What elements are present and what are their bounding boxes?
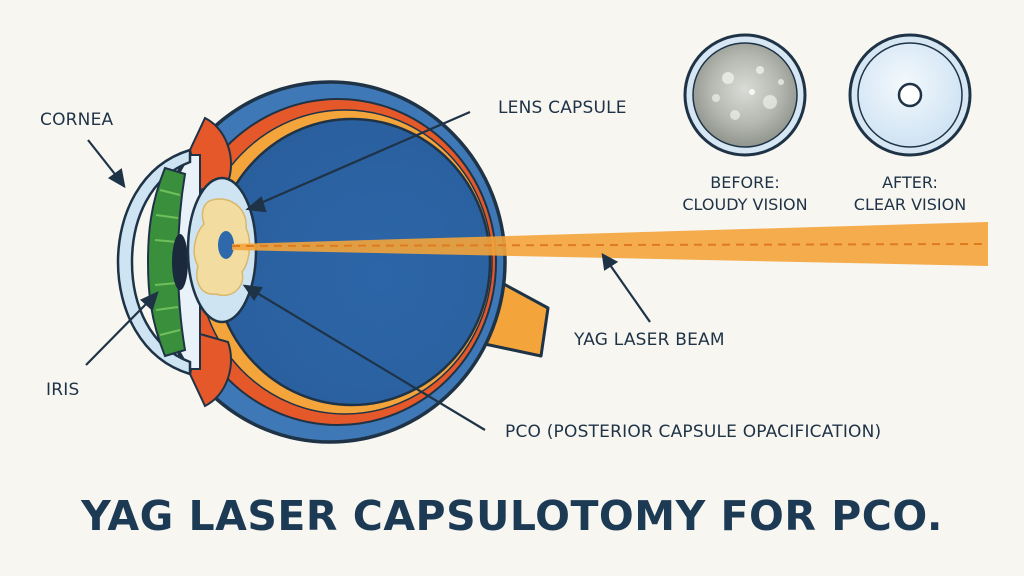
cornea-label: CORNEA (40, 110, 114, 130)
cloudy-lens-icon (683, 33, 807, 157)
lens-capsule-label: LENS CAPSULE (498, 98, 627, 118)
iris-label: IRIS (46, 380, 80, 400)
diagram-title: YAG LASER CAPSULOTOMY FOR PCO. (81, 492, 943, 540)
clear-lens-icon (848, 33, 972, 157)
cornea (116, 148, 192, 376)
after-caption-line1: AFTER: (882, 173, 938, 192)
before-caption-line2: CLOUDY VISION (682, 195, 808, 214)
pco-label: PCO (POSTERIOR CAPSULE OPACIFICATION) (505, 422, 882, 442)
yag-laser-beam-label: YAG LASER BEAM (574, 330, 725, 350)
before-caption-line1: BEFORE: (710, 173, 780, 192)
after-caption: AFTER: CLEAR VISION (825, 172, 995, 216)
pointer-arrows (85, 110, 651, 431)
after-caption-line2: CLEAR VISION (853, 195, 967, 214)
before-caption: BEFORE: CLOUDY VISION (660, 172, 830, 216)
laser-beam-axis (231, 243, 989, 247)
pupil (172, 234, 188, 290)
